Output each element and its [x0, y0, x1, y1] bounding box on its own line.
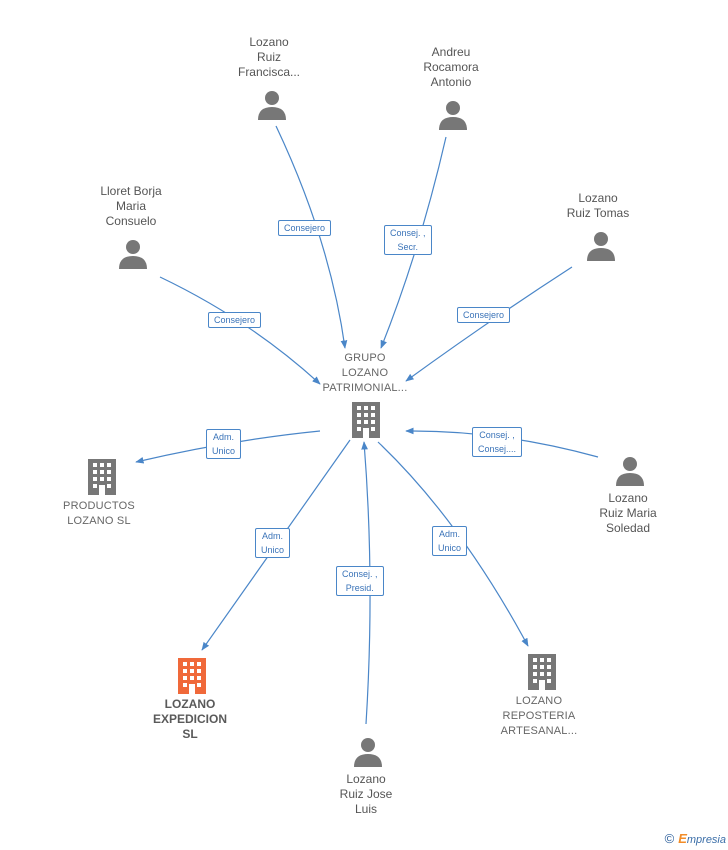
relation-label[interactable]: Consej. , Presid.: [336, 566, 384, 596]
relation-label[interactable]: Consejero: [457, 307, 511, 323]
person-icon[interactable]: [616, 456, 644, 486]
person-label: Lloret Borja Maria Consuelo: [100, 184, 162, 228]
brand-logo-letter: E: [678, 831, 687, 846]
person-icon[interactable]: [439, 100, 467, 130]
person-icon[interactable]: [354, 737, 382, 767]
edge-p4-center: [405, 266, 573, 382]
relation-label[interactable]: Consej. , Secr.: [384, 225, 432, 255]
relation-label[interactable]: Consejero: [278, 220, 332, 236]
relation-label[interactable]: Adm. Unico: [255, 528, 291, 558]
person-icon[interactable]: [258, 90, 286, 120]
center-company-label: GRUPO LOZANO PATRIMONIAL...: [322, 352, 408, 394]
building-icon[interactable]: [526, 654, 558, 690]
person-label: Andreu Rocamora Antonio: [423, 45, 479, 89]
edge-p1-center: [275, 125, 348, 349]
person-icon[interactable]: [587, 231, 615, 261]
relation-label[interactable]: Adm. Unico: [206, 429, 242, 459]
building-icon-highlighted[interactable]: [176, 658, 208, 694]
building-icon-center[interactable]: [350, 402, 382, 438]
company-label: LOZANO REPOSTERIA ARTESANAL...: [500, 695, 578, 737]
person-label: Lozano Ruiz Tomas: [566, 191, 630, 220]
person-label: Lozano Ruiz Maria Soledad: [599, 491, 657, 535]
brand-footer: ©Empresia: [665, 831, 726, 846]
company-label: PRODUCTOS LOZANO SL: [63, 500, 135, 527]
copyright-symbol: ©: [664, 831, 675, 846]
relation-label[interactable]: Adm. Unico: [432, 526, 468, 556]
company-label-highlighted: LOZANO EXPEDICION SL: [152, 697, 227, 741]
relation-label[interactable]: Consej. , Consej....: [472, 427, 523, 457]
building-icon[interactable]: [86, 459, 118, 495]
person-label: Lozano Ruiz Francisca...: [237, 35, 300, 79]
relation-label[interactable]: Consejero: [208, 312, 262, 328]
brand-logo-text: mpresia: [686, 834, 726, 846]
person-label: Lozano Ruiz Jose Luis: [339, 772, 393, 816]
person-icon[interactable]: [119, 239, 147, 269]
edge-p3-center: [159, 276, 321, 385]
